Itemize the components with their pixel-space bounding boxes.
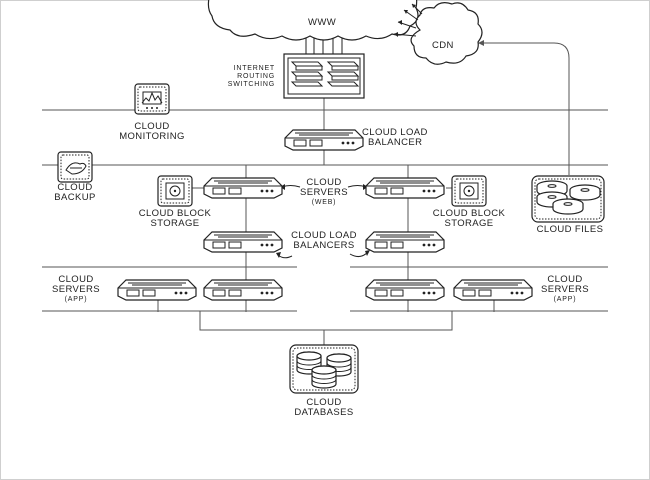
lb-top-label-line2: BALANCER (368, 137, 422, 148)
app-right-label-line2: SERVERS (541, 284, 589, 295)
database-icon (289, 344, 359, 394)
lb-mid-right-icon (365, 231, 445, 253)
lb-top-label-line1: CLOUD LOAD (362, 127, 428, 138)
cdn-label: CDN (432, 40, 454, 51)
web-server-left-icon (203, 177, 283, 199)
lb-mid-label-line2: BALANCERS (293, 240, 354, 251)
block-storage-left-icon (157, 175, 193, 207)
databases-label-line1: CLOUD (306, 397, 341, 408)
monitoring-icon (134, 83, 170, 115)
app-right-label-line3: (APP) (554, 296, 577, 303)
web-servers-label-line3: (WEB) (312, 199, 337, 206)
monitoring-label-line2: MONITORING (119, 131, 185, 142)
backup-label-line1: CLOUD (57, 182, 92, 193)
block-storage-left-label-line2: STORAGE (150, 218, 199, 229)
routing-label-line3: SWITCHING (228, 81, 275, 88)
block-storage-right-icon (451, 175, 487, 207)
app-left-label-line3: (APP) (65, 296, 88, 303)
web-server-right-icon (365, 177, 445, 199)
load-balancer-icon (284, 129, 364, 151)
monitoring-label-line1: CLOUD (134, 121, 169, 132)
files-icon (531, 175, 605, 223)
app-server-3-icon (365, 279, 445, 301)
routing-switch-icon (283, 53, 365, 99)
app-left-label-line2: SERVERS (52, 284, 100, 295)
backup-icon (57, 151, 93, 183)
backup-label-line2: BACKUP (54, 192, 95, 203)
lb-mid-left-icon (203, 231, 283, 253)
routing-label-line1: INTERNET (234, 65, 275, 72)
databases-label-line2: DATABASES (294, 407, 353, 418)
files-label: CLOUD FILES (537, 224, 604, 235)
app-left-label-line1: CLOUD (58, 274, 93, 285)
block-storage-right-label-line1: CLOUD BLOCK (433, 208, 506, 219)
web-servers-label-line2: SERVERS (300, 187, 348, 198)
web-servers-label-line1: CLOUD (306, 177, 341, 188)
app-server-1-icon (117, 279, 197, 301)
app-server-2-icon (203, 279, 283, 301)
www-label: WWW (308, 17, 336, 28)
cdn-cloud-icon: CDN (393, 2, 483, 65)
lb-mid-label-line1: CLOUD LOAD (291, 230, 357, 241)
block-storage-left-label-line1: CLOUD BLOCK (139, 208, 212, 219)
block-storage-right-label-line2: STORAGE (444, 218, 493, 229)
network-bands (42, 109, 608, 312)
app-right-label-line1: CLOUD (547, 274, 582, 285)
app-server-4-icon (453, 279, 533, 301)
www-cloud-icon: WWW (207, 0, 419, 41)
routing-label-line2: ROUTING (237, 73, 275, 80)
